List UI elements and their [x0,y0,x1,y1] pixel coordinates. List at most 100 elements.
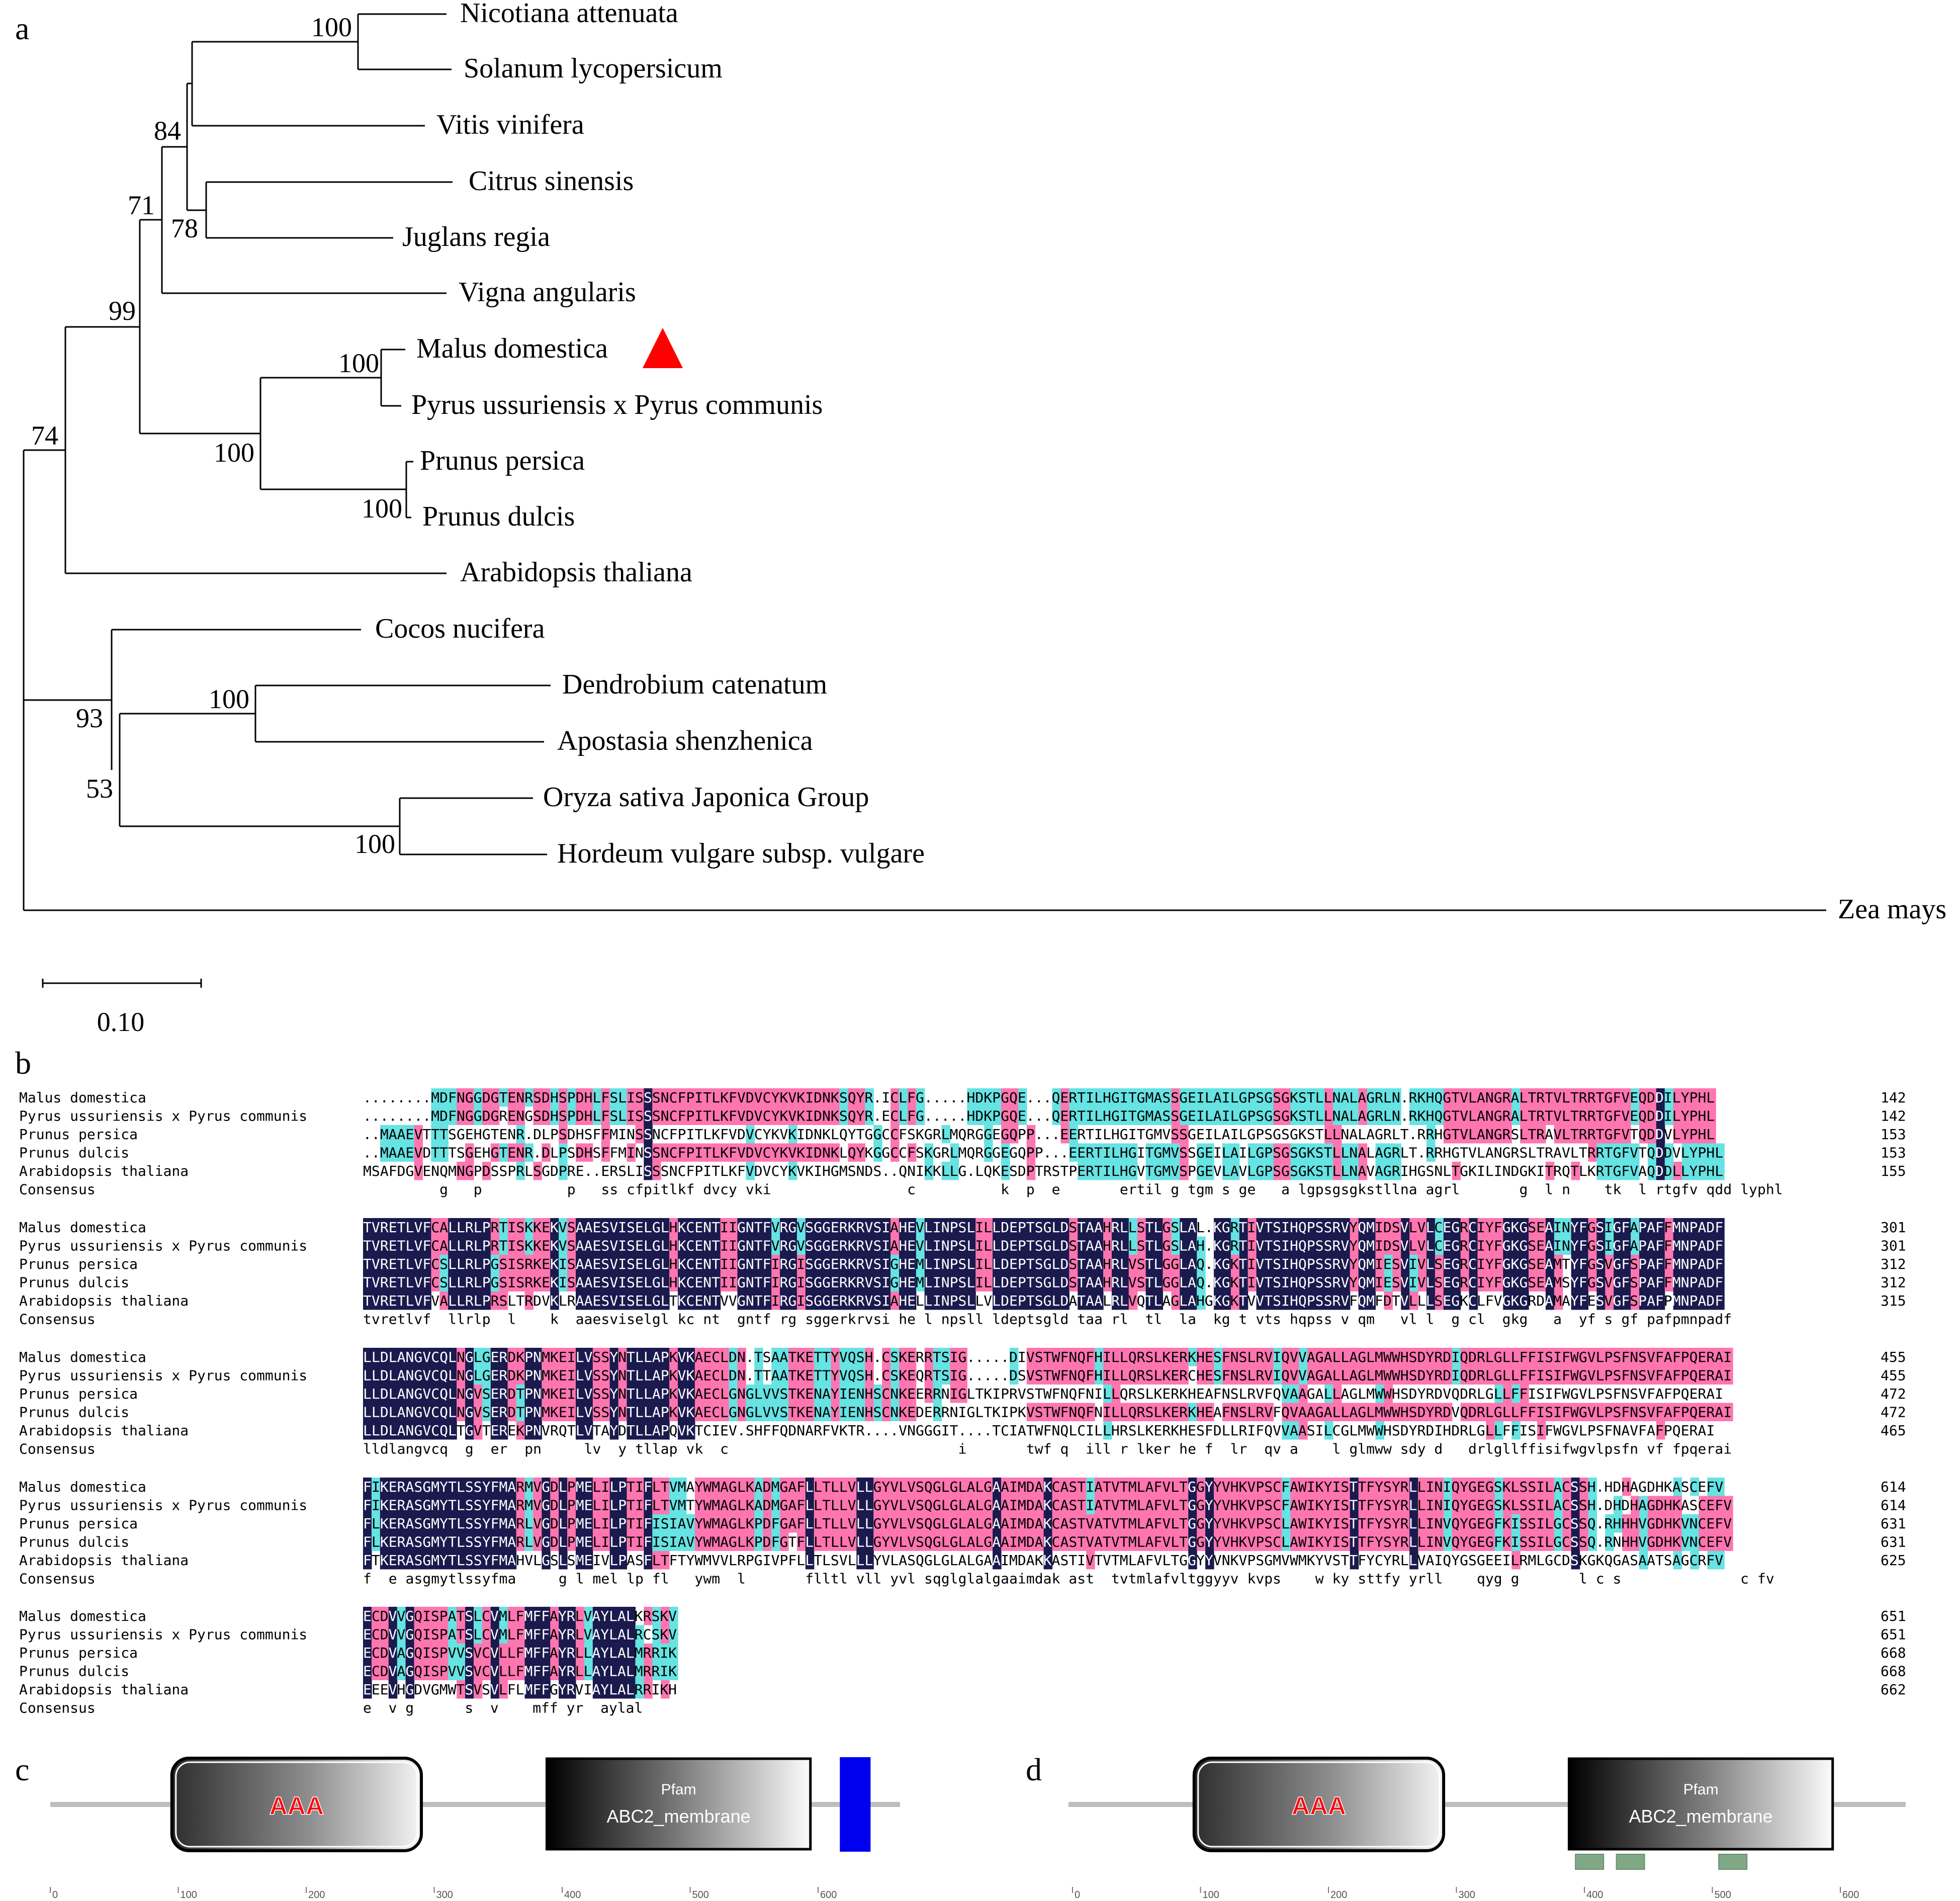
sequence-row: ........MDFNGGDGRENGSDHSPDHLFSLISSSNCFPI… [363,1108,1715,1125]
residue-highlight [618,1088,628,1107]
residue-highlight [1230,1162,1240,1180]
residue-highlight [1145,1106,1155,1125]
residue-highlight [1052,1088,1061,1107]
residue-highlight [1060,1125,1070,1144]
residue-highlight [652,1106,661,1125]
residue-highlight [388,1143,398,1162]
residue-highlight [576,1088,585,1107]
residue-highlight [661,1088,670,1107]
residue-highlight [490,1143,500,1162]
residue-highlight [380,1125,389,1144]
residue-highlight [635,1088,644,1107]
residue-highlight [720,1088,730,1107]
sequence-name: Prunus dulcis [19,1663,129,1680]
sequence-name: Arabidopsis thaliana [19,1292,189,1309]
residue-highlight [1052,1106,1061,1125]
residue-highlight [1128,1106,1138,1125]
residue-highlight [890,1125,900,1144]
residue-highlight [618,1106,628,1125]
axis-tick-label: 100 [1203,1889,1219,1900]
bootstrap-value: 100 [338,348,379,378]
residue-highlight [907,1088,917,1107]
aaa-label: AAA [270,1792,324,1820]
residue-highlight [567,1106,576,1125]
residue-highlight [993,1106,1002,1125]
taxon-label: Solanum lycopersicum [464,53,723,84]
sequence-end-position: 312 [1881,1256,1906,1272]
residue-highlight [975,1088,985,1107]
residue-highlight [754,1088,763,1107]
residue-highlight [907,1143,917,1162]
consensus-label: Consensus [19,1311,96,1328]
residue-highlight [661,1143,670,1162]
residue-highlight [1163,1088,1172,1107]
sequence-end-position: 315 [1881,1292,1906,1309]
taxon-label: Juglans regia [402,221,550,252]
bootstrap-value: 53 [86,773,113,804]
consensus-label: Consensus [19,1441,96,1457]
residue-highlight [524,1143,533,1162]
residue-highlight [1078,1143,1087,1162]
residue-highlight [1001,1125,1010,1144]
sequence-end-position: 455 [1881,1367,1906,1384]
residue-highlight [1239,1088,1249,1107]
residue-highlight [1095,1088,1104,1107]
sequence-row: LLDLANGVCQLNGLGERDKPNMKEILVSSYNTLLAPKVKA… [363,1367,1732,1384]
residue-highlight [780,1143,789,1162]
residue-highlight [1078,1088,1087,1107]
residue-highlight [746,1106,755,1125]
sequence-name: Pyrus ussuriensis x Pyrus communis [19,1108,307,1125]
residue-highlight [1205,1162,1214,1180]
residue-highlight [822,1088,832,1107]
residue-highlight [644,1143,653,1162]
residue-highlight [465,1162,474,1180]
residue-highlight [711,1143,721,1162]
residue-highlight [1188,1106,1197,1125]
residue-highlight [865,1088,874,1107]
residue-highlight [457,1162,466,1180]
bootstrap-value: 93 [76,703,103,733]
residue-highlight [746,1088,755,1107]
sequence-row: ECDVVGQISPATSLCVMLFMFFAYRLVAYLALRCSKV [363,1626,677,1643]
aaa-label: AAA [1292,1792,1346,1820]
residue-highlight [576,1106,585,1125]
residue-highlight [796,1106,806,1125]
bootstrap-value: 78 [171,213,198,243]
residue-highlight [763,1106,772,1125]
residue-highlight [559,1106,568,1125]
residue-highlight [1171,1162,1180,1180]
residue-highlight [984,1143,993,1162]
axis-tick-label: 100 [181,1889,197,1900]
axis-tick-label: 300 [1459,1889,1475,1900]
axis-tick-label: 200 [308,1889,325,1900]
residue-highlight [737,1143,746,1162]
taxon-label: Citrus sinensis [469,165,634,197]
consensus-label: Consensus [19,1700,96,1716]
residue-highlight [499,1088,508,1107]
taxon-label: Prunus dulcis [422,501,575,532]
sequence-name: Prunus persica [19,1645,138,1661]
residue-highlight [439,1125,449,1144]
sequence-end-position: 614 [1881,1497,1906,1514]
residue-highlight [414,1125,423,1144]
bootstrap-value: 100 [362,493,402,524]
residue-highlight [1026,1143,1036,1162]
sequence-row: ........MDFNGGDGTENRSDHSPDHLFSLISSSNCFPI… [363,1089,1715,1106]
residue-highlight [431,1106,440,1125]
residue-highlight [703,1143,712,1162]
residue-highlight [754,1106,763,1125]
taxon-label: Apostasia shenzhenica [557,725,813,756]
residue-highlight [1001,1162,1010,1180]
sequence-name: Pyrus ussuriensis x Pyrus communis [19,1626,307,1643]
scale-bar-label: 0.10 [97,1007,145,1037]
sequence-name: Prunus persica [19,1386,138,1402]
residue-highlight [1256,1106,1266,1125]
residue-highlight [601,1088,610,1107]
residue-highlight [1078,1162,1087,1180]
residue-highlight [1163,1162,1172,1180]
residue-highlight [567,1088,576,1107]
sequence-end-position: 472 [1881,1404,1906,1421]
taxon-label: Nicotiana attenuata [460,0,678,29]
sequence-row: LLDLANGVCQLNGLGERDKPNMKEILVSSYNTLLAPKVKA… [363,1349,1732,1365]
